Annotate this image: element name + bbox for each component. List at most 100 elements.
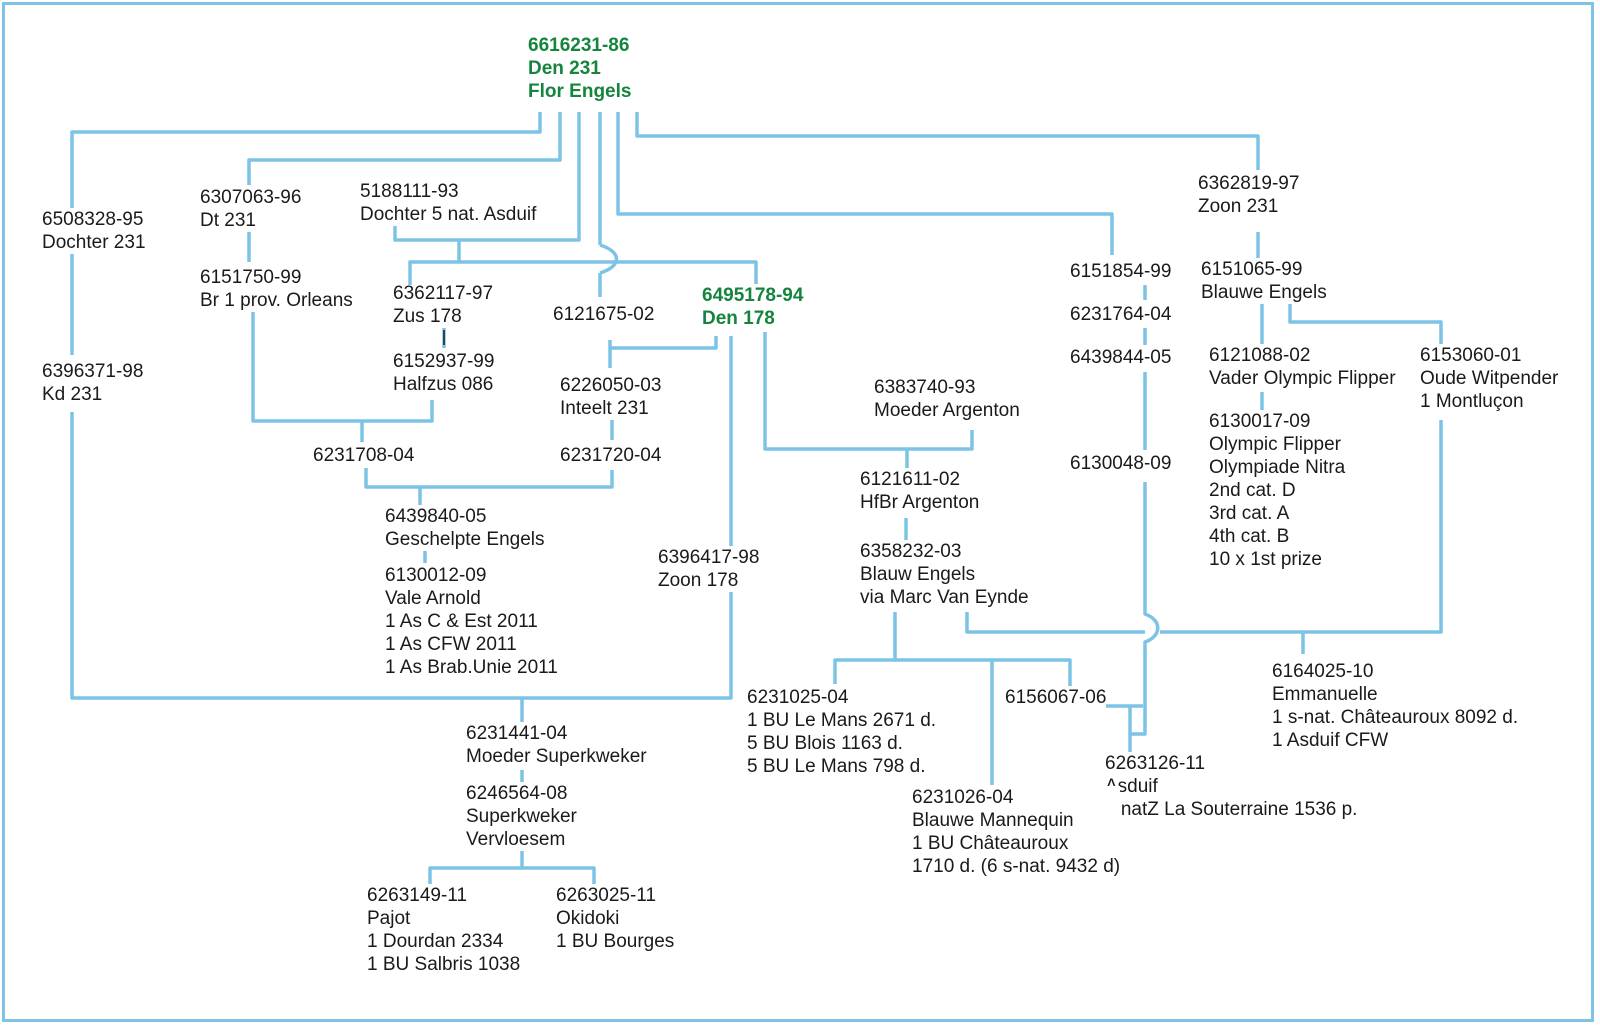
ring-number: 6263025-11 [556, 885, 657, 906]
achievement: 5 BU Le Mans 798 d. [747, 756, 926, 777]
ring-number: 6231708-04 [313, 445, 415, 466]
node-6263149: 6263149-11 Pajot 1 Dourdan 2334 1 BU Sal… [367, 884, 521, 976]
bird-name: Emmanuelle [1272, 684, 1378, 705]
node-6151750: 6151750-99 Br 1 prov. Orleans [200, 266, 353, 312]
ring-number: 6231026-04 [912, 787, 1014, 808]
connector-6358232-children [833, 612, 897, 684]
achievement: 1 Asduif CFW [1272, 730, 1389, 751]
bird-name: Zus 178 [393, 306, 462, 327]
node-6226050: 6226050-03 Inteelt 231 [560, 374, 662, 420]
connector-6495178-6121611 [763, 332, 974, 451]
bird-name: Blauwe Mannequin [912, 810, 1074, 831]
connector-6226050-6495178 [610, 336, 718, 350]
node-6231764: 6231764-04 [1070, 303, 1172, 326]
achievement: 10 x 1st prize [1209, 549, 1322, 570]
node-6263126: 6263126-11 Asduif 2 natZ La Souterraine … [1105, 752, 1358, 821]
node-6358232: 6358232-03 Blauw Engels via Marc Van Eyn… [860, 540, 1029, 609]
bird-name: Moeder Superkweker [466, 746, 647, 767]
bird-name: Geschelpte Engels [385, 529, 545, 550]
achievement: 1 As Brab.Unie 2011 [385, 657, 558, 678]
bird-name: Olympic Flipper [1209, 434, 1341, 455]
node-6152937: 6152937-99 Halfzus 086 [393, 350, 494, 396]
ring-number: 6439840-05 [385, 506, 487, 527]
ring-number: 6263149-11 [367, 885, 468, 906]
bird-name: Blauw Engels [860, 564, 976, 585]
node-6130017: 6130017-09 Olympic Flipper Olympiade Nit… [1209, 410, 1346, 571]
node-6362819: 6362819-97 Zoon 231 [1198, 172, 1300, 218]
achievement: 1 As C & Est 2011 [385, 611, 538, 632]
node-6121088: 6121088-02 Vader Olympic Flipper [1209, 344, 1396, 390]
node-6246564: 6246564-08 Superkweker Vervloesem [466, 782, 577, 851]
achievement: 1 s-nat. Châteauroux 8092 d. [1272, 707, 1519, 728]
bird-name: Asduif [1105, 776, 1158, 797]
node-6164025: 6164025-10 Emmanuelle 1 s-nat. Châteauro… [1272, 660, 1519, 752]
connector-6151750-6231708 [251, 307, 434, 423]
ring-number: 6231764-04 [1070, 304, 1172, 325]
achievement: 1 BU Salbris 1038 [367, 954, 521, 975]
node-6439840: 6439840-05 Geschelpte Engels [385, 505, 545, 551]
ring-number: 6616231-86 [528, 35, 630, 56]
node-6151854: 6151854-99 [1070, 260, 1172, 283]
connector-sibling-bar-right [600, 260, 758, 285]
achievement: 5 BU Blois 1163 d. [747, 733, 903, 754]
achievement: 1 BU Bourges [556, 931, 675, 952]
bird-name: Halfzus 086 [393, 374, 494, 395]
node-6263025: 6263025-11 Okidoki 1 BU Bourges [556, 884, 675, 953]
ring-number: 6152937-99 [393, 351, 495, 372]
bird-name: Superkweker [466, 806, 577, 827]
achievement: 1 Dourdan 2334 [367, 931, 504, 952]
ring-number: 6226050-03 [560, 375, 662, 396]
ring-number: 6263126-11 [1105, 753, 1206, 774]
achievement: 2 natZ La Souterraine 1536 p. [1105, 799, 1358, 820]
node-6307063: 6307063-96 Dt 231 [200, 186, 302, 232]
connector-6358232-bar [965, 612, 1145, 634]
bird-name: Moeder Argenton [874, 400, 1020, 421]
ring-number: 6231720-04 [560, 445, 662, 466]
ring-number: 5188111-93 [360, 181, 459, 202]
connector-children-bar [895, 658, 1143, 708]
connector-root-5188111 [393, 112, 581, 242]
bird-name: Oude Witpender [1420, 368, 1559, 389]
bird-name: Den 178 [702, 308, 775, 329]
ring-number: 6121088-02 [1209, 345, 1311, 366]
ring-number: 6151065-99 [1201, 259, 1303, 280]
node-6156067: 6156067-06 [1005, 686, 1107, 709]
achievement: 1 BU Châteauroux [912, 833, 1069, 854]
node-6121675: 6121675-02 [553, 303, 655, 326]
connector-6231708-6439840 [364, 468, 614, 489]
connector-6151065-6153060 [1288, 302, 1443, 345]
connector-root-6307063 [247, 112, 562, 185]
ring-number: 6508328-95 [42, 209, 144, 230]
ring-number: 6121611-02 [860, 469, 961, 490]
bird-name: Pajot [367, 908, 411, 929]
connector-sibling-bar-bridge [599, 243, 619, 275]
node-6508328: 6508328-95 Dochter 231 [42, 208, 146, 254]
node-6130048: 6130048-09 [1070, 452, 1172, 475]
ring-number: 6156067-06 [1005, 687, 1107, 708]
bird-name: Okidoki [556, 908, 620, 929]
ring-number: 6396417-98 [658, 547, 760, 568]
ring-number: 6358232-03 [860, 541, 962, 562]
bird-name: Kd 231 [42, 384, 103, 405]
bird-name: Dochter 231 [42, 232, 146, 253]
bird-name: Vale Arnold [385, 588, 481, 609]
node-6151065: 6151065-99 Blauwe Engels [1201, 258, 1327, 304]
connector-6246564-children [428, 850, 524, 888]
connector-root-6508328 [70, 112, 542, 210]
ring-number: 6121675-02 [553, 304, 655, 325]
ring-number: 6396371-98 [42, 361, 144, 382]
connector-6246564-6263025 [522, 866, 596, 888]
node-6439844: 6439844-05 [1070, 346, 1172, 369]
bird-name: Den 231 [528, 58, 601, 79]
bird-name: Vader Olympic Flipper [1209, 368, 1396, 389]
achievement: 3rd cat. A [1209, 503, 1290, 524]
bird-name: Zoon 178 [658, 570, 739, 591]
ring-number: 6164025-10 [1272, 661, 1374, 682]
connector-6130048-down [1130, 482, 1160, 736]
bird-name: Flor Engels [528, 81, 632, 102]
ring-number: 6153060-01 [1420, 345, 1522, 366]
ring-number: 6231025-04 [747, 687, 849, 708]
bird-name: Dochter 5 nat. Asduif [360, 204, 537, 225]
node-6396371: 6396371-98 Kd 231 [42, 360, 144, 406]
